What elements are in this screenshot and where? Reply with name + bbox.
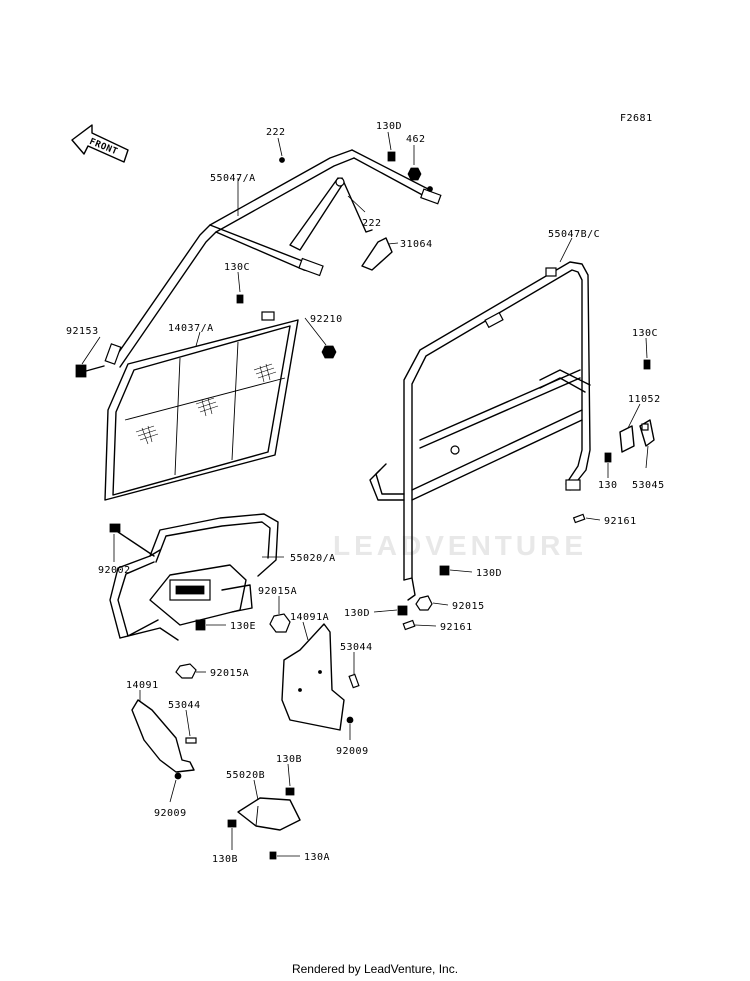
figure-code: F2681 [620,113,653,124]
label-130d-top: 130D [376,121,402,132]
label-11052: 11052 [628,394,661,405]
bolt-92153 [75,364,105,378]
clip-53044-right [348,673,360,689]
label-222a: 222 [266,127,286,138]
label-130a: 130A [304,852,330,863]
nut-462 [407,167,422,181]
bolt-130b-low [227,819,237,828]
leader-lines [81,131,649,857]
footer-credit: Rendered by LeadVenture, Inc. [291,962,459,976]
label-14091: 14091 [126,680,159,691]
label-55020a: 55020/A [290,553,336,564]
label-55047bc: 55047B/C [548,229,600,240]
bolt-130d-top [387,151,396,162]
label-31064: 31064 [400,239,433,250]
front-label: FRONT [88,137,119,157]
bolt-130c-mid [236,294,244,304]
rear-cage-frame [369,261,591,601]
label-222b: 222 [362,218,382,229]
label-92161-low: 92161 [440,622,473,633]
label-53044-right: 53044 [340,642,373,653]
label-130e: 130E [230,621,256,632]
roll-bar-front [104,149,442,368]
label-92015a-low: 92015A [210,668,249,679]
label-14091a: 14091A [290,612,329,623]
label-92009-left: 92009 [154,808,187,819]
label-92015a-top: 92015A [258,586,297,597]
label-14037a: 14037/A [168,323,214,334]
label-92161-right: 92161 [604,516,637,527]
label-92210: 92210 [310,314,343,325]
clip-92161-right [572,513,586,524]
skid-plate-55020b [237,797,301,831]
label-130b-top: 130B [276,754,302,765]
label-130d-low: 130D [344,608,370,619]
label-53045: 53045 [632,480,665,491]
bracket-11052 [619,425,635,453]
front-arrow-icon: FRONT [71,124,129,163]
label-130c-right: 130C [632,328,658,339]
rear-screen-panel [104,311,299,501]
bolt-130d-low [397,605,408,616]
clip-92161-low [402,619,416,631]
label-92015: 92015 [452,601,485,612]
label-53044-left: 53044 [168,700,201,711]
label-92009-right: 92009 [336,746,369,757]
bolt-130d-right [439,565,450,576]
label-55020b: 55020B [226,770,265,781]
bolt-130a [269,851,277,860]
guard-14091 [131,699,195,773]
label-130: 130 [598,480,618,491]
bolt-92002 [109,523,155,557]
bolt-130e [195,619,206,631]
label-130b-low: 130B [212,854,238,865]
guard-14091a [281,623,345,731]
bolt-130b-top [285,787,295,796]
bolt-130 [604,452,612,463]
nut-92210 [321,345,337,359]
screw-222b [427,186,433,192]
screw-92009-left [174,772,182,780]
bracket-31064 [361,237,393,271]
label-130d-right: 130D [476,568,502,579]
nut-92015a-top [269,613,291,633]
label-92002: 92002 [98,565,131,576]
label-55047a: 55047/A [210,173,256,184]
label-462: 462 [406,134,426,145]
nut-92015 [415,595,433,611]
front-bumper [109,513,279,641]
label-130c-mid: 130C [224,262,250,273]
nut-92015a-low [175,663,197,679]
label-92153: 92153 [66,326,99,337]
bolt-130c-right [643,359,651,370]
screw-222a [279,157,285,163]
screw-92009-right [346,716,354,724]
clip-53044-left [185,737,197,744]
latch-53045 [639,419,655,447]
